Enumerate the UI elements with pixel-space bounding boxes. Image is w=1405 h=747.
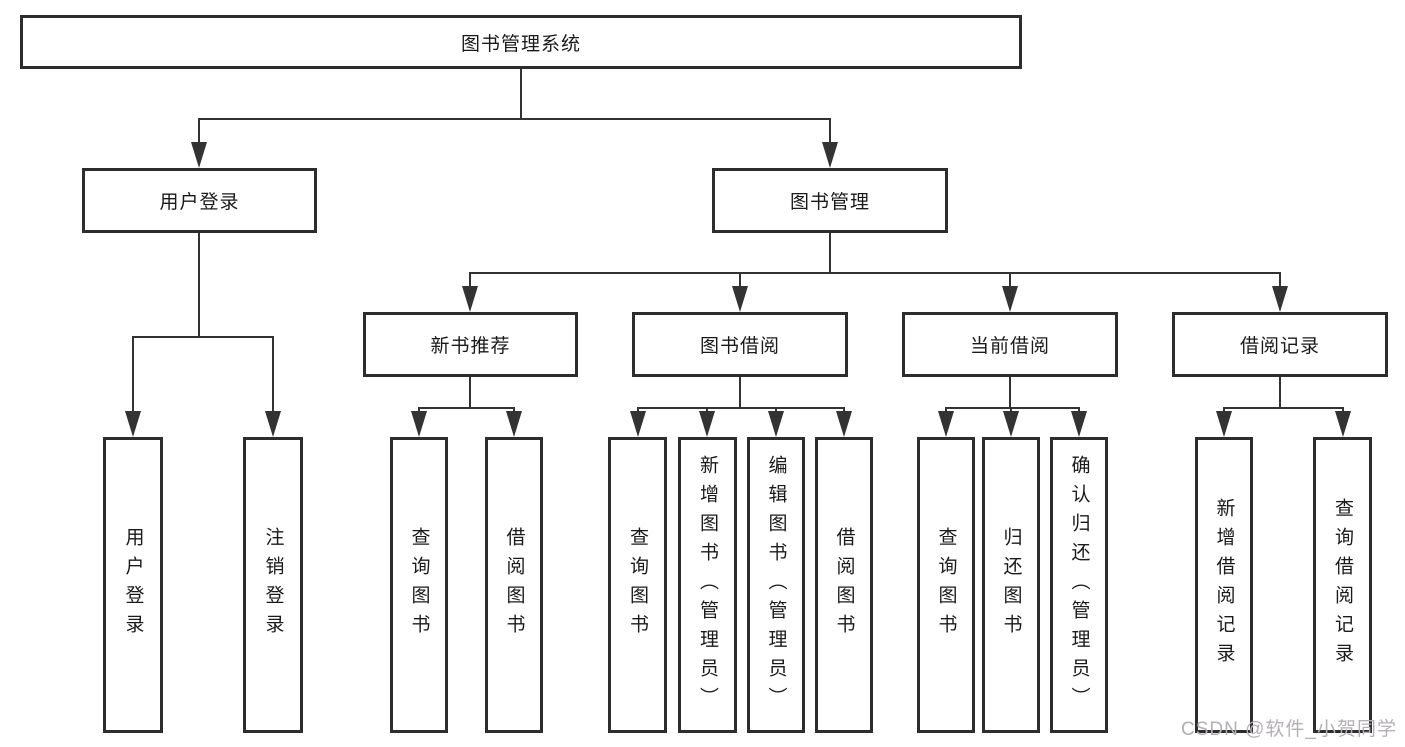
leaf-edit-books-admin-label: 编辑图书（管理员） (765, 454, 787, 716)
connector-line (198, 118, 200, 160)
leaf-add-borrow-record: 新增借阅记录 (1195, 437, 1253, 733)
connector-line (418, 407, 515, 409)
arrowhead-down (732, 286, 748, 312)
leaf-add-books-admin: 新增图书（管理员） (678, 437, 737, 733)
node-book-borrowing-label: 图书借阅 (699, 336, 780, 357)
connector-line (1223, 407, 1344, 409)
connector-line (1009, 377, 1011, 409)
arrowhead-down (462, 286, 478, 312)
node-new-book-recommend-label: 新书推荐 (430, 336, 511, 357)
node-borrowing-records-label: 借阅记录 (1239, 336, 1320, 357)
leaf-user-login-label: 用户登录 (122, 527, 144, 643)
connector-line (132, 336, 134, 431)
leaf-edit-books-admin: 编辑图书（管理员） (747, 437, 805, 733)
arrowhead-down (1071, 411, 1087, 437)
connector-line (469, 377, 471, 409)
leaf-query-books-recommend-label: 查询图书 (408, 527, 430, 643)
connector-line (132, 336, 274, 338)
arrowhead-down (768, 411, 784, 437)
leaf-query-books-borrowing-label: 查询图书 (627, 527, 648, 643)
node-root-label: 图书管理系统 (460, 33, 581, 55)
arrowhead-down (1272, 286, 1288, 312)
arrowhead-down (411, 411, 427, 437)
leaf-borrow-books-label: 借阅图书 (833, 527, 855, 643)
leaf-return-books: 归还图书 (982, 437, 1040, 733)
node-current-borrowing: 当前借阅 (902, 312, 1118, 377)
leaf-logout: 注销登录 (243, 437, 303, 733)
arrowhead-down (822, 142, 838, 168)
arrowhead-down (1002, 286, 1018, 312)
leaf-confirm-return-admin: 确认归还（管理员） (1050, 437, 1108, 733)
connector-line (637, 407, 845, 409)
arrowhead-down (506, 411, 522, 437)
connector-line (198, 233, 200, 338)
arrowhead-down (699, 411, 715, 437)
arrowhead-down (1216, 411, 1232, 437)
arrowhead-down (836, 411, 852, 437)
node-book-borrowing: 图书借阅 (632, 312, 848, 377)
arrowhead-down (630, 411, 646, 437)
leaf-query-borrow-record: 查询借阅记录 (1313, 437, 1372, 733)
node-book-management-label: 图书管理 (789, 192, 870, 213)
leaf-borrow-books-recommend-label: 借阅图书 (503, 527, 525, 643)
node-root: 图书管理系统 (20, 15, 1022, 69)
arrowhead-down (1335, 411, 1351, 437)
leaf-query-books-current: 查询图书 (917, 437, 975, 733)
node-user-login: 用户登录 (82, 168, 317, 233)
leaf-query-books-recommend: 查询图书 (390, 437, 448, 733)
arrowhead-down (191, 142, 207, 168)
node-current-borrowing-label: 当前借阅 (969, 336, 1050, 357)
connector-line (739, 377, 741, 409)
leaf-query-borrow-record-label: 查询借阅记录 (1332, 498, 1353, 672)
arrowhead-down (125, 411, 141, 437)
leaf-add-borrow-record-label: 新增借阅记录 (1213, 498, 1235, 672)
connector-line (829, 118, 831, 160)
leaf-add-books-admin-label: 新增图书（管理员） (697, 454, 718, 716)
connector-line (1279, 377, 1281, 409)
arrowhead-down (265, 411, 281, 437)
node-new-book-recommend: 新书推荐 (363, 312, 578, 377)
connector-line (469, 272, 1281, 274)
leaf-user-login: 用户登录 (103, 437, 163, 733)
node-book-management: 图书管理 (712, 168, 948, 233)
leaf-logout-label: 注销登录 (262, 527, 284, 643)
leaf-query-books-current-label: 查询图书 (935, 527, 957, 643)
connector-line (829, 233, 831, 274)
watermark: CSDN @软件_小贺同学 (1181, 719, 1397, 740)
arrowhead-down (938, 411, 954, 437)
leaf-query-books-borrowing: 查询图书 (608, 437, 667, 733)
leaf-borrow-books-recommend: 借阅图书 (485, 437, 543, 733)
connector-line (198, 118, 831, 120)
leaf-return-books-label: 归还图书 (1000, 527, 1022, 643)
leaf-borrow-books: 借阅图书 (815, 437, 873, 733)
node-borrowing-records: 借阅记录 (1172, 312, 1388, 377)
connector-line (520, 69, 522, 118)
arrowhead-down (1003, 411, 1019, 437)
node-user-login-label: 用户登录 (159, 192, 240, 213)
connector-line (272, 336, 274, 431)
connector-line (945, 407, 1080, 409)
leaf-confirm-return-admin-label: 确认归还（管理员） (1068, 454, 1090, 716)
